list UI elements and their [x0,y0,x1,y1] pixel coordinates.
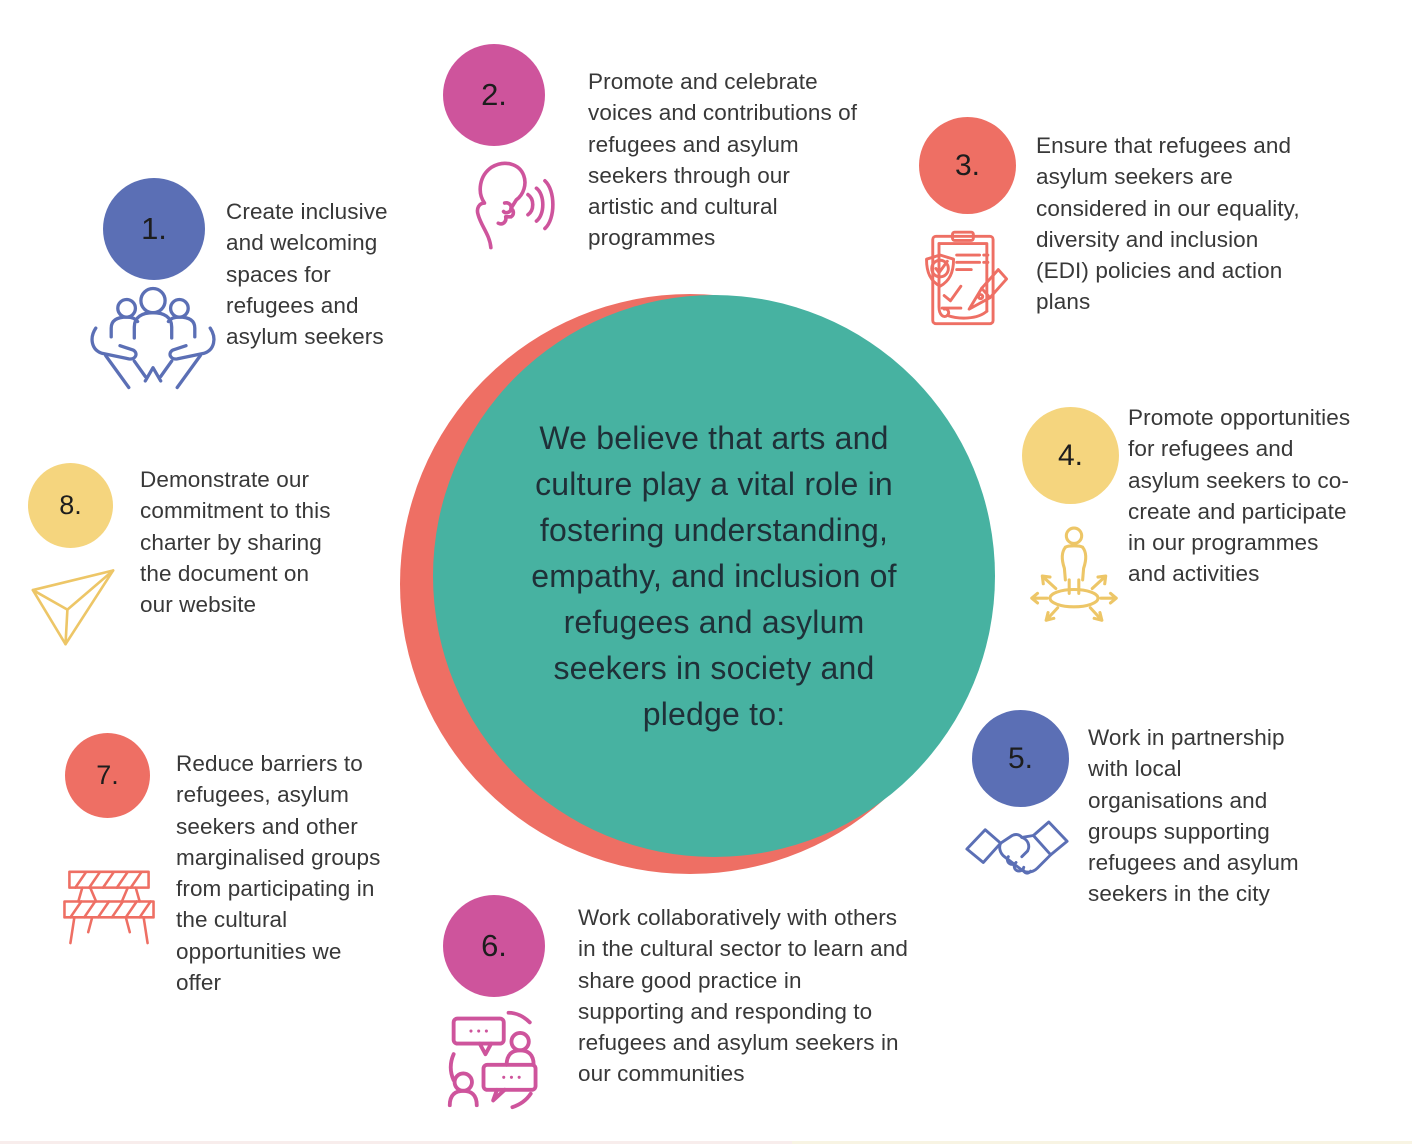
bottom-edge-line-right [792,1141,1412,1144]
handshake-icon [964,810,1070,888]
pledge-6-number-badge: 6. [443,895,545,997]
pledge-4-number-badge: 4. [1022,407,1119,504]
pledge-8-number-badge: 8. [28,463,113,548]
people-in-hands-icon [86,283,220,393]
pledge-5-text: Work in partnership with local organisat… [1088,725,1299,907]
pledge-5-number-badge: 5. [972,710,1069,807]
pledge-8-number: 8. [59,490,82,520]
center-circle: We believe that arts and culture play a … [433,295,995,857]
chat-collaboration-icon [447,1006,547,1112]
pledge-3-text: Ensure that refugees and asylum seekers … [1036,133,1300,315]
pledge-7-text: Reduce barriers to refugees, asylum seek… [176,751,381,995]
person-opportunities-icon [1026,511,1122,645]
pledge-3-number-badge: 3. [919,117,1016,214]
pledge-7-number-badge: 7. [65,733,150,818]
bottom-edge-line-left [0,1141,792,1144]
pledge-5-number: 5. [1007,741,1034,775]
pledge-7-number: 7. [96,760,119,790]
speaking-head-icon [458,148,564,256]
paper-plane-icon [22,563,124,647]
pledge-8-text: Demonstrate our commitment to this chart… [140,467,331,618]
pledge-1-text: Create inclusive and welcoming spaces fo… [226,199,388,350]
pledge-2-number-badge: 2. [443,44,545,146]
pledge-4-number: 4. [1057,438,1084,472]
pledge-1-number-badge: 1. [103,178,205,280]
pledge-2-number: 2. [481,77,507,112]
edi-policy-clipboard-icon [913,226,1017,334]
pledge-4-text: Promote opportunities for refugees and a… [1128,405,1351,587]
pledge-1-number: 1. [141,211,167,246]
road-barrier-icon [57,853,161,947]
pledge-3-number: 3. [954,148,981,182]
central-statement: We believe that arts and culture play a … [531,419,897,733]
pledge-6-text: Work collaboratively with others in the … [578,905,908,1087]
pledge-6-number: 6. [481,928,507,963]
pledge-2-text: Promote and celebrate voices and contrib… [588,69,858,251]
